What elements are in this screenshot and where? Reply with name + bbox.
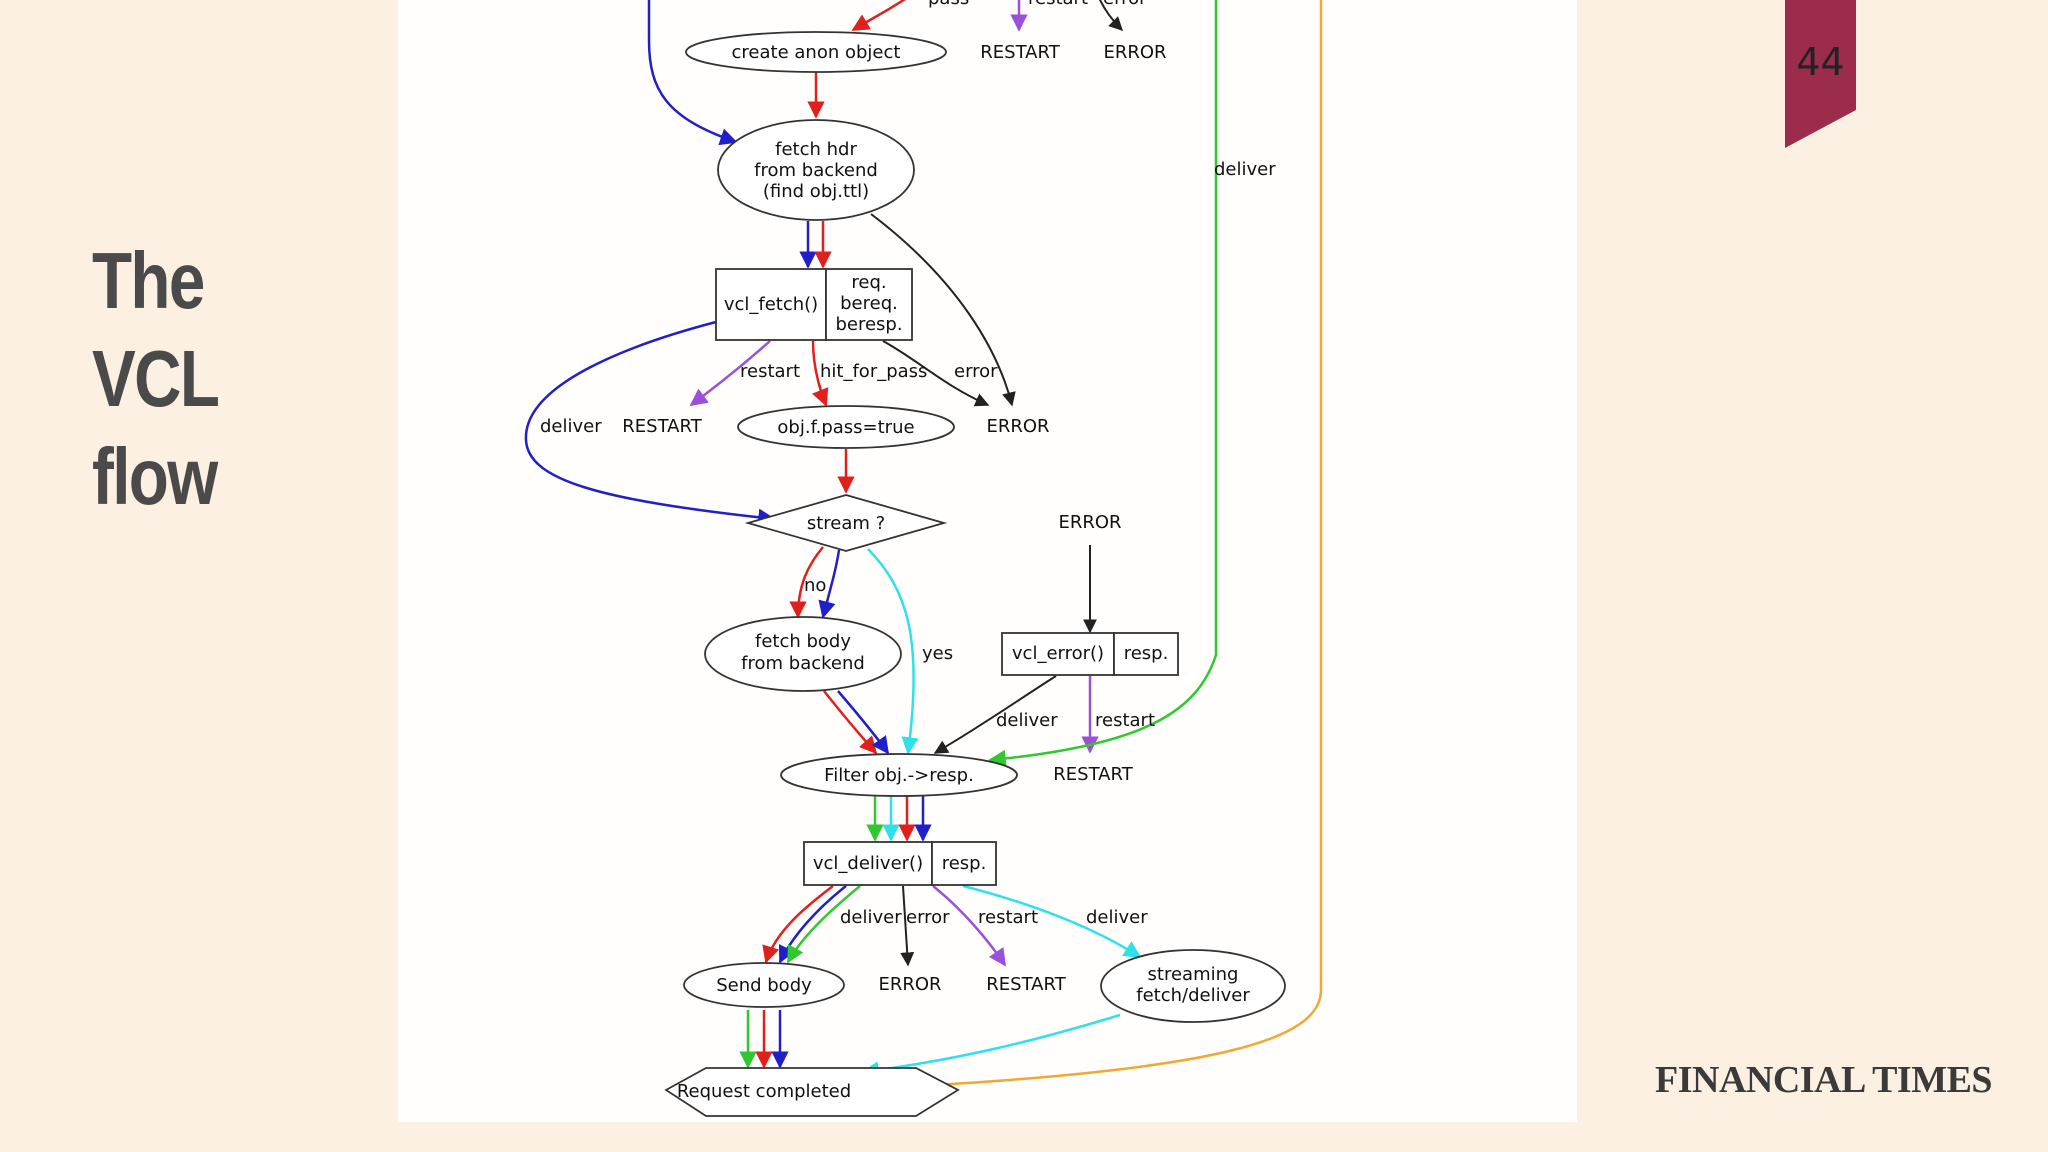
label-streaming-2: fetch/deliver: [1136, 985, 1250, 1006]
edge-label-top-error: error: [1103, 0, 1147, 9]
node-filter: [780, 753, 1018, 797]
edge-deliver-error: [900, 885, 915, 967]
label-fetch-body-2: from backend: [741, 653, 865, 674]
label-error-top: ERROR: [1103, 42, 1166, 63]
label-error-fetch: ERROR: [986, 416, 1049, 437]
edge-label-fetch-restart: restart: [740, 361, 800, 382]
label-streaming-1: streaming: [1148, 964, 1239, 985]
edge-label-top-pass: pass: [928, 0, 969, 9]
label-vcl-fetch-vars-2: bereq.: [840, 293, 898, 314]
edge-stream-no-red: [789, 546, 824, 619]
node-streaming: [1100, 949, 1286, 1023]
label-fetch-body-1: fetch body: [755, 631, 851, 652]
edge-vclfetch-error: [882, 340, 990, 407]
node-vcl-error: [1001, 632, 1115, 676]
node-request-completed: [664, 1067, 960, 1117]
node-vcl-fetch-vars: [825, 268, 913, 341]
label-send-body: Send body: [716, 975, 812, 996]
label-vcl-deliver: vcl_deliver(): [813, 853, 923, 874]
brand-logo: FINANCIAL TIMES: [1655, 1059, 1993, 1101]
label-create-anon: create anon object: [732, 42, 901, 63]
label-vcl-deliver-vars: resp.: [942, 853, 987, 874]
edge-body-to-filter-red: [823, 690, 878, 755]
edge-deliver-send-blue: [778, 885, 847, 964]
label-fetch-hdr-2: from backend: [754, 160, 878, 181]
edge-label-right-deliver: deliver: [1214, 159, 1276, 180]
node-vcl-error-vars: [1113, 632, 1179, 676]
edge-vclerror-deliver: [933, 675, 1057, 754]
label-error-source: ERROR: [1058, 512, 1121, 533]
edge-stream-no-blue: [818, 549, 841, 619]
edge-vclfetch-deliver: [524, 320, 776, 527]
node-create-anon: [685, 31, 947, 73]
edge-label-deliver-stream: deliver: [1086, 907, 1148, 928]
diagram-canvas: create anon object RESTART ERROR fetch h…: [524, 0, 1323, 1117]
edge-stream-yes: [867, 548, 919, 755]
edge-deliver-streaming: [962, 884, 1142, 959]
node-vcl-deliver-vars: [931, 841, 997, 886]
edge-label-fetch-hfp: hit_for_pass: [820, 361, 927, 382]
edge-label-error-restart: restart: [1095, 710, 1155, 731]
label-vcl-fetch-vars-1: req.: [851, 272, 886, 293]
nodes: [664, 31, 1286, 1117]
label-fetch-hdr-1: fetch hdr: [775, 139, 857, 160]
edge-label-deliver-restart: restart: [978, 907, 1038, 928]
label-vcl-fetch-vars-3: beresp.: [835, 314, 902, 335]
edge-label-error-deliver: deliver: [996, 710, 1058, 731]
node-stream: [744, 494, 948, 552]
node-obj-pass: [737, 405, 955, 449]
label-request-completed: Request completed: [677, 1081, 851, 1102]
label-restart-fetch: RESTART: [622, 416, 702, 437]
page-number: 44: [1796, 40, 1845, 84]
node-fetch-body: [704, 616, 902, 692]
title-line-1: The VCL: [92, 236, 220, 423]
edge-orange-complete: [898, 0, 1323, 1095]
label-vcl-error: vcl_error(): [1012, 643, 1104, 664]
label-error-deliver: ERROR: [878, 974, 941, 995]
vcl-flow-diagram: create anon object RESTART ERROR fetch h…: [398, 0, 1577, 1122]
node-fetch-hdr: [717, 119, 915, 221]
label-restart-deliver: RESTART: [986, 974, 1066, 995]
edge-body-to-filter-blue: [837, 690, 890, 755]
label-restart-top: RESTART: [980, 42, 1060, 63]
edge-label-stream-no: no: [804, 575, 826, 596]
edge-deliver-restart: [932, 885, 1007, 967]
edge-top-error: [1098, 0, 1123, 31]
edge-fetch-to-error: [870, 213, 1016, 407]
label-vcl-error-vars: resp.: [1124, 643, 1169, 664]
edge-label-fetch-error: error: [954, 361, 998, 382]
edge-vclfetch-restart: [689, 340, 771, 407]
label-stream: stream ?: [807, 513, 885, 534]
edge-label-top-restart: restart: [1028, 0, 1088, 9]
node-vcl-fetch: [715, 268, 827, 341]
label-filter: Filter obj.->resp.: [824, 765, 974, 786]
page-badge: [1785, 0, 1856, 148]
slide-title: The VCL flow: [92, 232, 338, 526]
label-vcl-fetch: vcl_fetch(): [724, 294, 818, 315]
edge-blue-to-fetch-hdr: [647, 0, 738, 146]
title-line-2: flow: [92, 432, 218, 521]
label-fetch-hdr-3: (find obj.ttl): [763, 181, 869, 202]
node-send-body: [683, 962, 845, 1008]
edges: [524, 0, 1323, 1095]
label-obj-pass: obj.f.pass=true: [777, 417, 914, 438]
edge-label-deliver-deliver: deliver: [840, 907, 902, 928]
edge-streaming-complete: [861, 1013, 1121, 1079]
edge-vclfetch-hfp: [811, 340, 829, 407]
edge-label-stream-yes: yes: [922, 643, 953, 664]
edge-label-deliver-error: error: [906, 907, 950, 928]
edge-top-pass: [851, 0, 906, 32]
edge-green-deliver: [988, 0, 1218, 768]
edge-deliver-send-red: [762, 885, 834, 964]
edge-deliver-send-green: [786, 885, 861, 964]
label-restart-error: RESTART: [1053, 764, 1133, 785]
edge-label-fetch-deliver: deliver: [540, 416, 602, 437]
